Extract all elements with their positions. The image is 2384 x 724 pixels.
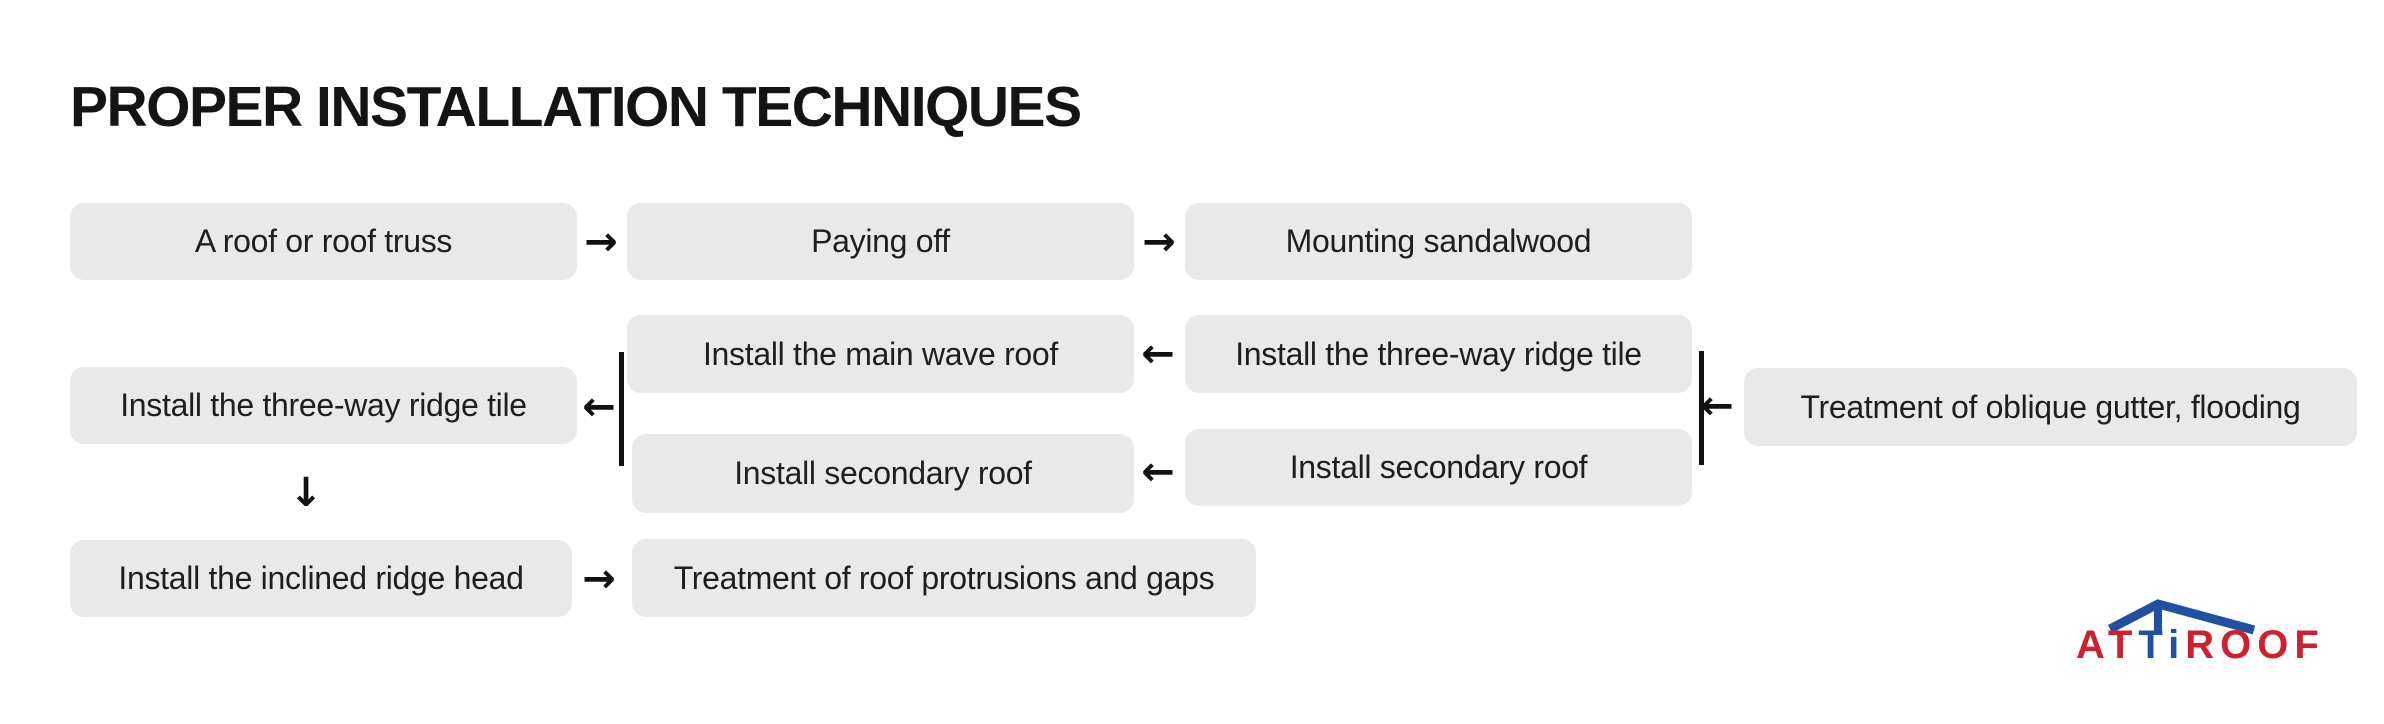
flow-node-mounting-sandalwood: Mounting sandalwood (1185, 203, 1692, 280)
arrow-left-icon: ← (582, 384, 616, 430)
logo-segment: ROOF (2185, 623, 2325, 666)
flow-node-paying-off: Paying off (627, 203, 1134, 280)
logo-segment: i (2168, 623, 2185, 666)
arrow-right-icon: → (1142, 219, 1176, 265)
arrow-down-icon: ↓ (289, 470, 323, 516)
branch-connector-left (619, 352, 624, 466)
flow-node-three-way-ridge-right: Install the three-way ridge tile (1185, 315, 1692, 393)
arrow-left-icon: ← (1141, 331, 1175, 377)
flow-node-three-way-ridge-left: Install the three-way ridge tile (70, 367, 577, 444)
page-title: PROPER INSTALLATION TECHNIQUES (70, 75, 1082, 139)
attiroof-logo: ATTiROOF (2076, 599, 2325, 666)
flow-node-inclined-ridge-head: Install the inclined ridge head (70, 540, 572, 617)
arrow-right-icon: → (584, 219, 618, 265)
arrow-right-icon: → (582, 556, 616, 602)
arrow-left-icon: ← (1700, 383, 1734, 429)
flow-node-secondary-roof-mid: Install secondary roof (632, 434, 1134, 513)
flow-node-main-wave-roof: Install the main wave roof (627, 315, 1134, 393)
flow-node-roof-truss: A roof or roof truss (70, 203, 577, 280)
arrow-left-icon: ← (1141, 449, 1175, 495)
flow-node-secondary-roof-right: Install secondary roof (1185, 429, 1692, 506)
roof-icon (2107, 599, 2256, 635)
logo-segment: AT (2076, 623, 2138, 666)
flow-node-roof-protrusions: Treatment of roof protrusions and gaps (632, 539, 1256, 617)
logo-wordmark: ATTiROOF (2076, 623, 2325, 666)
branch-connector-right (1699, 351, 1704, 465)
logo-t-stem (2154, 606, 2162, 634)
flow-node-oblique-gutter: Treatment of oblique gutter, flooding (1744, 368, 2357, 446)
logo-segment: T (2138, 623, 2168, 666)
